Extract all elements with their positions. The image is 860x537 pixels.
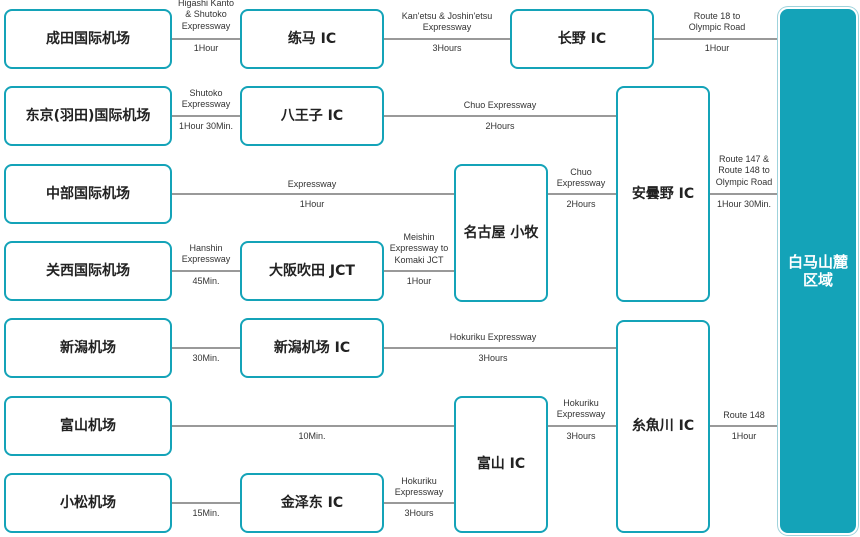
route-road-chubu-nagoya: Expressway xyxy=(287,179,337,189)
route-time-itoigawa-hakuba: 1Hour xyxy=(731,431,757,441)
route-road-nagoya-azumino: Chuo Expressway xyxy=(556,167,606,189)
route-time-narita-nerima: 1Hour xyxy=(193,43,219,53)
node-itoigawa-ic: 糸魚川 IC xyxy=(616,320,710,533)
node-niigata-ic: 新潟机场 IC xyxy=(240,318,384,378)
node-nagoya-komaki: 名古屋 小牧 xyxy=(454,164,548,302)
route-road-kansai-osaka: Hanshin Expressway xyxy=(181,243,231,265)
route-road-nerima-nagano: Kan'etsu & Joshin'etsu Expressway xyxy=(401,11,493,33)
route-road-narita-nerima: Higashi Kanto & Shutoko Expressway xyxy=(177,0,235,31)
route-road-kanazawa-toyama: Hokuriku Expressway xyxy=(394,476,444,498)
node-nagano-ic: 长野 IC xyxy=(510,9,654,69)
node-toyama-airport: 富山机场 xyxy=(4,396,172,456)
route-time-kansai-osaka: 45Min. xyxy=(192,276,220,286)
route-road-osaka-nagoya: Meishin Expressway to Komaki JCT xyxy=(389,232,449,265)
node-narita-airport: 成田国际机场 xyxy=(4,9,172,69)
node-niigata-airport: 新潟机场 xyxy=(4,318,172,378)
route-time-toyama-itoigawa: 3Hours xyxy=(566,431,596,441)
node-azumino-ic: 安曇野 IC xyxy=(616,86,710,302)
route-road-itoigawa-hakuba: Route 148 xyxy=(723,410,765,420)
node-nerima-ic: 练马 IC xyxy=(240,9,384,69)
node-chubu-airport: 中部国际机场 xyxy=(4,164,172,224)
node-komatsu-airport: 小松机场 xyxy=(4,473,172,533)
route-time-kanazawa-toyama: 3Hours xyxy=(404,508,434,518)
route-time-hachioji-azumino: 2Hours xyxy=(485,121,515,131)
route-time-niigata-airport-ic: 30Min. xyxy=(192,353,220,363)
route-time-haneda-hachioji: 1Hour 30Min. xyxy=(178,121,234,131)
node-osaka-suita-jct: 大阪吹田 JCT xyxy=(240,241,384,301)
route-road-niigata-itoigawa: Hokuriku Expressway xyxy=(449,332,537,342)
route-time-komatsu-kanazawa: 15Min. xyxy=(192,508,220,518)
route-road-nagano-hakuba: Route 18 to Olympic Road xyxy=(688,11,746,33)
node-kanazawa-higashi-ic: 金泽东 IC xyxy=(240,473,384,533)
route-road-haneda-hachioji: Shutoko Expressway xyxy=(181,88,231,110)
route-time-toyama-airport-ic: 10Min. xyxy=(298,431,326,441)
route-time-niigata-itoigawa: 3Hours xyxy=(478,353,508,363)
node-hakuba-area: 白马山麓区域 xyxy=(780,9,856,533)
route-road-toyama-itoigawa: Hokuriku Expressway xyxy=(556,398,606,420)
route-time-azumino-hakuba: 1Hour 30Min. xyxy=(716,199,772,209)
route-time-nagoya-azumino: 2Hours xyxy=(566,199,596,209)
node-haneda-airport: 东京(羽田)国际机场 xyxy=(4,86,172,146)
route-time-osaka-nagoya: 1Hour xyxy=(406,276,432,286)
hakuba-area-label: 白马山麓区域 xyxy=(787,253,848,289)
route-time-chubu-nagoya: 1Hour xyxy=(299,199,325,209)
route-road-azumino-hakuba: Route 147 & Route 148 to Olympic Road xyxy=(715,154,773,187)
node-hachioji-ic: 八王子 IC xyxy=(240,86,384,146)
node-kansai-airport: 关西国际机场 xyxy=(4,241,172,301)
route-road-hachioji-azumino: Chuo Expressway xyxy=(463,100,537,110)
node-toyama-ic: 富山 IC xyxy=(454,396,548,533)
route-time-nagano-hakuba: 1Hour xyxy=(704,43,730,53)
route-time-nerima-nagano: 3Hours xyxy=(432,43,462,53)
